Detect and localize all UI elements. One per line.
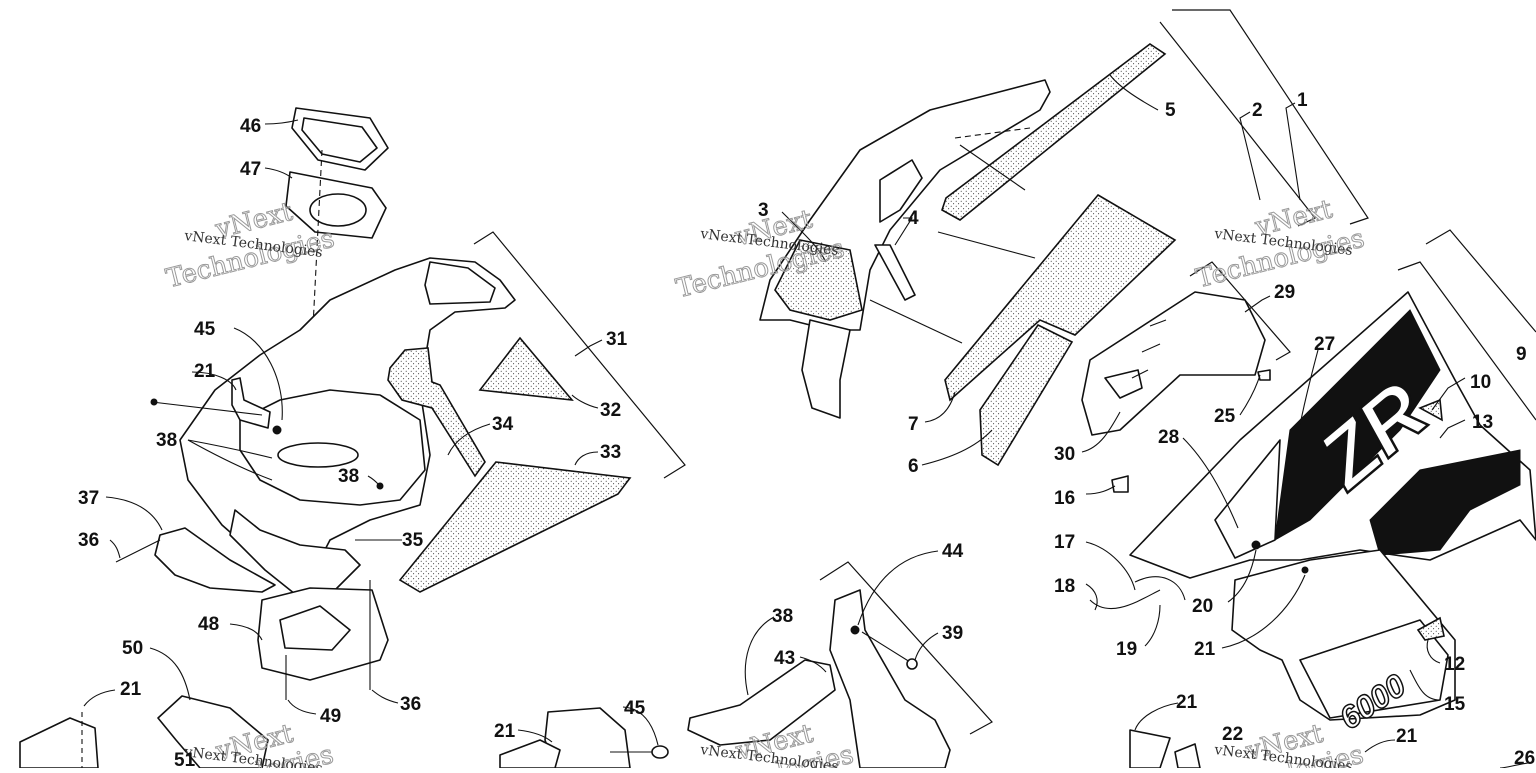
callout-32: 32 [600, 400, 621, 421]
callout-31: 31 [606, 329, 628, 350]
callout-44: 44 [942, 541, 964, 562]
callout-48: 48 [198, 614, 219, 635]
callout-26: 26 [1514, 748, 1535, 768]
callout-37: 37 [78, 488, 99, 509]
callout-12: 12 [1444, 654, 1465, 675]
callout-35: 35 [402, 530, 424, 551]
callout-13: 13 [1472, 412, 1493, 433]
callout-7: 7 [908, 414, 919, 435]
gasket-46 [291, 107, 389, 171]
callout-47: 47 [240, 159, 261, 180]
part-51 [19, 717, 99, 769]
callout-21-far-right: 21 [1396, 726, 1418, 747]
callout-49: 49 [320, 706, 341, 727]
callout-labels: 1 2 3 4 5 6 7 9 10 12 13 15 16 17 18 19 … [78, 90, 1535, 771]
callout-21-lower-right: 21 [1176, 692, 1198, 713]
callout-2: 2 [1252, 100, 1263, 121]
callout-21-bottom-left: 21 [120, 679, 142, 700]
callout-4: 4 [908, 208, 919, 229]
side-panel-39 [829, 589, 951, 769]
callout-22: 22 [1222, 724, 1243, 745]
callout-3: 3 [758, 200, 769, 221]
callout-16: 16 [1054, 488, 1075, 509]
callout-9: 9 [1516, 344, 1527, 365]
foam-34 [387, 347, 486, 478]
callout-1: 1 [1297, 90, 1308, 111]
callout-51: 51 [174, 750, 196, 768]
hood-assembly: ZR 6000 [759, 43, 1536, 737]
callout-28: 28 [1158, 427, 1179, 448]
foam-32 [478, 336, 574, 402]
callout-25: 25 [1214, 406, 1236, 427]
callout-43: 43 [774, 648, 795, 669]
foam-33 [398, 461, 632, 593]
callout-20: 20 [1192, 596, 1213, 617]
callout-36-left: 36 [78, 530, 99, 551]
callout-17: 17 [1054, 532, 1075, 553]
bracket-43 [687, 659, 836, 746]
callout-27: 27 [1314, 334, 1335, 355]
callout-38-center: 38 [338, 466, 359, 487]
callout-50: 50 [122, 638, 143, 659]
callout-6: 6 [908, 456, 919, 477]
callout-38-bottom: 38 [772, 606, 793, 627]
callout-29: 29 [1274, 282, 1295, 303]
callout-30: 30 [1054, 444, 1075, 465]
callout-34: 34 [492, 414, 514, 435]
panel-30 [1081, 291, 1266, 436]
callout-5: 5 [1165, 100, 1176, 121]
left-assembly [19, 107, 632, 769]
callout-18: 18 [1054, 576, 1075, 597]
leader-lines [83, 74, 1529, 769]
callout-15: 15 [1444, 694, 1466, 715]
assembly-brackets [473, 9, 1536, 735]
callout-19: 19 [1116, 639, 1137, 660]
callout-33: 33 [600, 442, 621, 463]
bottom-center-assembly [499, 589, 1201, 769]
foam-5 [941, 43, 1167, 221]
callout-46: 46 [240, 116, 261, 137]
callout-21-left: 21 [194, 361, 216, 382]
callout-21-bottom-center: 21 [494, 721, 516, 742]
callout-36-bottom: 36 [400, 694, 421, 715]
foam-7 [944, 193, 1177, 402]
foam-6 [979, 323, 1074, 467]
callout-38-left: 38 [156, 430, 177, 451]
callout-10: 10 [1470, 372, 1491, 393]
callout-45-bottom: 45 [624, 698, 646, 719]
panel-37 [154, 527, 276, 593]
callout-21-hood: 21 [1194, 639, 1216, 660]
callout-39: 39 [942, 623, 963, 644]
callout-45-left: 45 [194, 319, 216, 340]
